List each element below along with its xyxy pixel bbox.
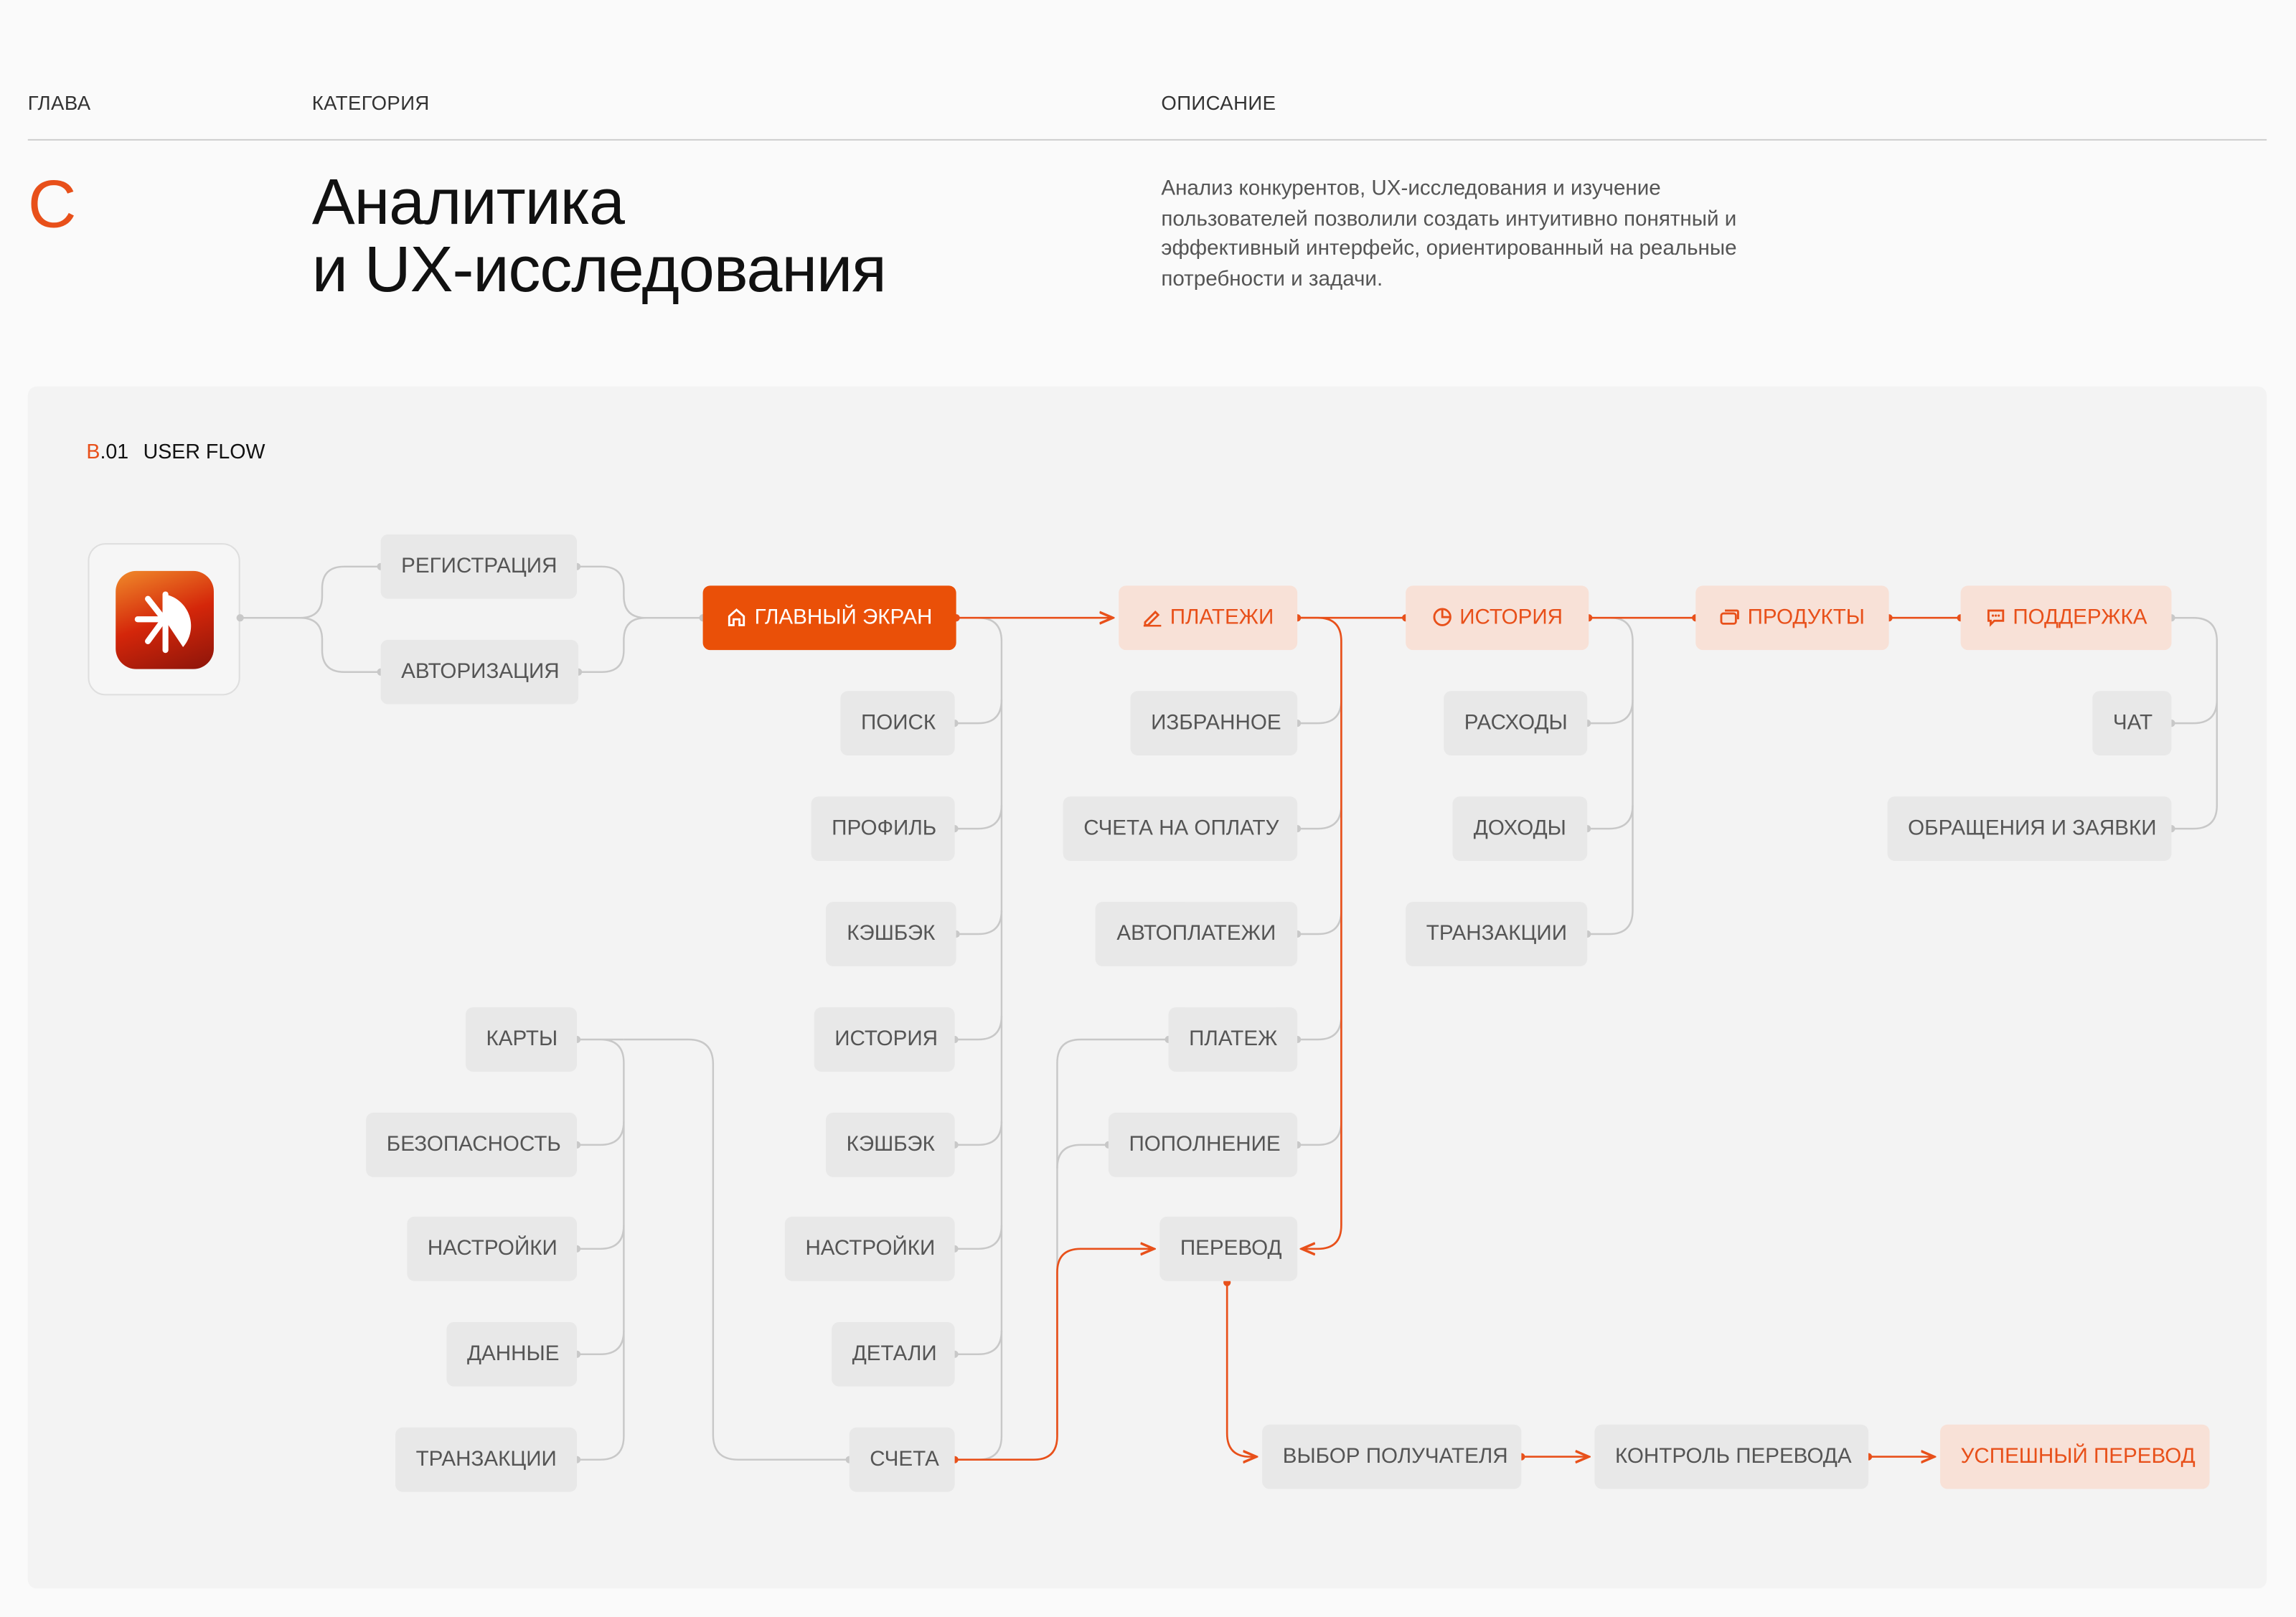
flow-node-16[interactable]: ИЗБРАННОЕ	[1130, 691, 1298, 756]
flow-node-label: ПЛАТЕЖ	[1189, 1027, 1278, 1052]
flow-node-3[interactable]: ГЛАВНЫЙ ЭКРАН	[702, 585, 956, 651]
flow-node-label: ДАННЫЕ	[467, 1342, 560, 1367]
flow-node-label: ЧАТ	[2112, 711, 2153, 735]
edit-icon	[1142, 606, 1170, 630]
flow-node-30[interactable]: ДАННЫЕ	[446, 1321, 578, 1387]
home-icon	[727, 606, 755, 630]
flow-node-label: ПЛАТЕЖИ	[1170, 605, 1274, 630]
flow-node-label: ПЕРЕВОД	[1180, 1237, 1282, 1261]
flow-node-label: ПОПОЛНЕНИЕ	[1129, 1133, 1281, 1157]
page-title: Аналитика и UX-исследования	[311, 166, 887, 306]
flow-node-14[interactable]: ДЕТАЛИ	[832, 1321, 955, 1387]
flow-node-label: ГЛАВНЫЙ ЭКРАН	[754, 605, 933, 630]
title-line-1: Аналитика	[311, 166, 625, 239]
flow-node-4[interactable]: ПЛАТЕЖИ	[1119, 585, 1298, 651]
flow-node-label: ПРОФИЛЬ	[832, 816, 937, 841]
flow-node-2[interactable]: АВТОРИЗАЦИЯ	[380, 639, 579, 704]
flow-node-label: ПОДДЕРЖКА	[2013, 605, 2147, 630]
flow-node-24[interactable]: ТРАНЗАКЦИИ	[1406, 902, 1588, 966]
column-header-chapter: ГЛАВА	[27, 92, 91, 115]
title-line-2: и UX-исследования	[311, 234, 887, 306]
flow-node-label: АВТОРИЗАЦИЯ	[401, 660, 560, 684]
section-prefix: B	[86, 439, 100, 463]
flow-node-17[interactable]: СЧЕТА НА ОПЛАТУ	[1063, 796, 1298, 861]
flow-node-label: ОБРАЩЕНИЯ И ЗАЯВКИ	[1908, 816, 2157, 841]
flow-node-label: ИЗБРАННОЕ	[1151, 711, 1281, 735]
chat-icon	[1985, 606, 2013, 630]
flow-node-10[interactable]: КЭШБЭК	[826, 902, 956, 966]
flow-node-7[interactable]: ПОДДЕРЖКА	[1960, 585, 2172, 651]
column-header-category: КАТЕГОРИЯ	[311, 92, 430, 115]
flow-node-label: КОНТРОЛЬ ПЕРЕВОДА	[1615, 1445, 1852, 1468]
flow-node-label: ВЫБОР ПОЛУЧАТЕЛЯ	[1282, 1445, 1508, 1468]
flow-node-28[interactable]: БЕЗОПАСНОСТЬ	[366, 1113, 578, 1177]
flow-node-label: ДОХОДЫ	[1473, 816, 1566, 841]
cards-icon	[1720, 606, 1748, 630]
flow-node-label: СЧЕТА НА ОПЛАТУ	[1083, 816, 1279, 841]
column-header-description: ОПИСАНИЕ	[1161, 92, 1276, 115]
app-logo-icon	[116, 570, 214, 669]
flow-node-label: ТРАНЗАКЦИИ	[415, 1448, 557, 1472]
flow-node-label: НАСТРОЙКИ	[805, 1237, 936, 1261]
flow-node-23[interactable]: ДОХОДЫ	[1452, 796, 1588, 861]
flow-node-label: ИСТОРИЯ	[834, 1027, 938, 1052]
flow-node-27[interactable]: КАРТЫ	[465, 1007, 578, 1072]
flow-node-31[interactable]: ТРАНЗАКЦИИ	[395, 1427, 578, 1492]
flow-node-13[interactable]: НАСТРОЙКИ	[784, 1216, 955, 1281]
pie-chart-icon	[1431, 606, 1459, 630]
flow-node-25[interactable]: ЧАТ	[2092, 691, 2172, 756]
section-label: B.01 USER FLOW	[86, 439, 265, 463]
flow-node-label: ПРОДУКТЫ	[1747, 605, 1866, 630]
description: Анализ конкурентов, UX-исследования и из…	[1161, 176, 1737, 292]
flow-node-26[interactable]: ОБРАЩЕНИЯ И ЗАЯВКИ	[1887, 796, 2172, 861]
flow-node-6[interactable]: ПРОДУКТЫ	[1695, 585, 1889, 651]
flow-node-label: УСПЕШНЫЙ ПЕРЕВОД	[1960, 1445, 2196, 1468]
flow-node-label: БЕЗОПАСНОСТЬ	[386, 1133, 561, 1157]
flow-node-label: ТРАНЗАКЦИИ	[1426, 922, 1567, 946]
flow-node-label: ИСТОРИЯ	[1459, 605, 1563, 630]
flow-node-label: РАСХОДЫ	[1464, 711, 1568, 735]
flow-node-15[interactable]: СЧЕТА	[849, 1427, 955, 1492]
flow-node-label: СЧЕТА	[870, 1448, 939, 1472]
flow-node-1[interactable]: РЕГИСТРАЦИЯ	[380, 534, 578, 599]
flow-node-label: РЕГИСТРАЦИЯ	[401, 555, 557, 579]
app-icon-card	[88, 543, 240, 696]
flow-node-label: ДЕТАЛИ	[852, 1342, 937, 1367]
flow-node-19[interactable]: ПЛАТЕЖ	[1168, 1007, 1298, 1072]
chapter-letter: C	[27, 165, 77, 242]
divider	[27, 138, 2267, 141]
flow-node-29[interactable]: НАСТРОЙКИ	[407, 1216, 578, 1281]
flow-node-33[interactable]: КОНТРОЛЬ ПЕРЕВОДА	[1594, 1424, 1869, 1489]
flow-node-32[interactable]: ВЫБОР ПОЛУЧАТЕЛЯ	[1262, 1424, 1522, 1489]
flow-node-20[interactable]: ПОПОЛНЕНИЕ	[1108, 1113, 1298, 1177]
flow-node-9[interactable]: ПРОФИЛЬ	[811, 796, 955, 861]
flow-node-18[interactable]: АВТОПЛАТЕЖИ	[1095, 902, 1298, 966]
flow-node-5[interactable]: ИСТОРИЯ	[1406, 585, 1589, 651]
section-number: .01	[100, 439, 129, 463]
flow-node-8[interactable]: ПОИСК	[840, 691, 955, 756]
flow-node-label: НАСТРОЙКИ	[427, 1237, 557, 1261]
flow-node-label: КАРТЫ	[486, 1027, 558, 1052]
flow-node-label: КЭШБЭК	[846, 1133, 935, 1157]
flow-node-11[interactable]: ИСТОРИЯ	[814, 1007, 955, 1072]
flow-node-34[interactable]: УСПЕШНЫЙ ПЕРЕВОД	[1940, 1424, 2210, 1489]
section-title: USER FLOW	[143, 439, 265, 463]
flow-node-label: КЭШБЭК	[847, 922, 936, 946]
flow-node-label: ПОИСК	[860, 711, 936, 735]
flow-node-22[interactable]: РАСХОДЫ	[1444, 691, 1588, 756]
flow-node-12[interactable]: КЭШБЭК	[826, 1113, 955, 1177]
flow-node-21[interactable]: ПЕРЕВОД	[1159, 1216, 1298, 1281]
flow-node-label: АВТОПЛАТЕЖИ	[1116, 922, 1276, 946]
